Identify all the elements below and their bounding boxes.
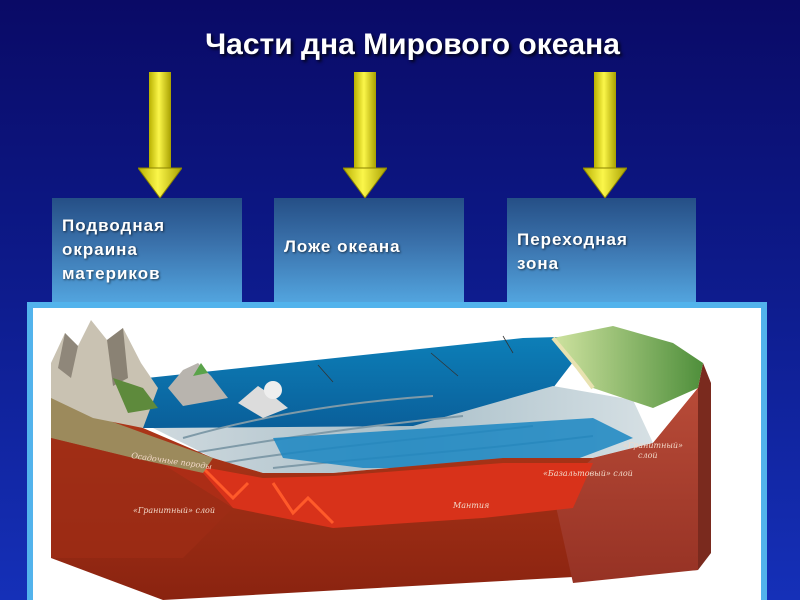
island-vegetation <box>193 363 208 376</box>
right-continent-top <box>553 326 703 408</box>
label-basalt: «Базальтовый» слой <box>543 469 633 478</box>
mantle-zone <box>153 458 593 528</box>
volcano-smoke <box>264 381 282 399</box>
ocean-floor-cross-section: Осадочные породы «Гранитный» слой Мантия… <box>51 320 711 600</box>
annotation-line-3 <box>502 335 514 354</box>
down-arrow-right-icon <box>583 72 627 199</box>
box-transition-zone-line-2: зона <box>517 254 560 273</box>
box-transition-zone: Переходная зона <box>507 198 696 304</box>
slide-title: Части дна Мирового океана <box>205 28 620 61</box>
deep-water-front <box>273 418 633 468</box>
left-crust-lower <box>51 438 233 558</box>
box-ocean-floor-line-1: Ложе океана <box>284 237 401 256</box>
box-continental-margin-line-1: Подводная <box>62 216 165 235</box>
label-granite-right-1: «Гранитный» <box>623 441 683 450</box>
diagram-frame: Осадочные породы «Гранитный» слой Мантия… <box>27 302 767 600</box>
annotation-line-2 <box>430 352 459 377</box>
box-transition-zone-line-1: Переходная <box>517 230 628 249</box>
block-right-side <box>698 363 711 570</box>
box-continental-margin-line-3: материков <box>62 264 161 283</box>
right-granite-region <box>553 388 698 583</box>
mountain-shadow-2 <box>107 328 128 386</box>
sediment-layer <box>51 388 213 473</box>
left-forest <box>113 378 158 413</box>
label-mantle: Мантия <box>452 501 489 510</box>
label-granite-left: «Гранитный» слой <box>133 506 215 515</box>
volcanic-island-2 <box>238 386 288 418</box>
right-coastline <box>551 336 595 390</box>
volcanic-island-1 <box>168 363 228 406</box>
mountain-shadow-1 <box>58 333 78 378</box>
down-arrow-left-icon <box>138 72 182 199</box>
floor-ridge-lines <box>182 395 594 469</box>
box-continental-margin-line-2: окраина <box>62 240 138 259</box>
down-arrow-center-icon <box>343 72 387 199</box>
label-granite-right-2: слой <box>638 451 658 460</box>
box-ocean-floor: Ложе океана <box>274 198 464 304</box>
magma-veins <box>201 466 335 525</box>
box-continental-margin: Подводная окраина материков <box>52 198 242 304</box>
annotation-line-1 <box>317 364 334 383</box>
